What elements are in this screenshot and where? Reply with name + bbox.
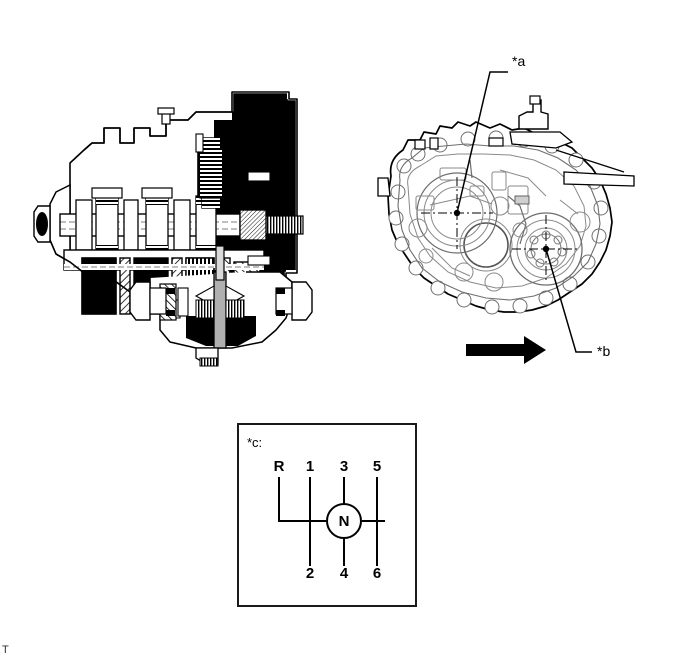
gear-label-3: 3 — [339, 458, 349, 475]
neutral-label: N — [338, 513, 350, 530]
leader-line-b — [545, 248, 592, 353]
leader-line-a — [456, 71, 508, 214]
shift-pattern-box-label: *c: — [247, 435, 263, 450]
gear-label-4: 4 — [339, 565, 349, 582]
shift-pattern-box — [237, 423, 417, 607]
gear-label-6: 6 — [372, 565, 382, 582]
neutral-circle — [326, 503, 362, 539]
housing-outline — [377, 71, 635, 364]
gear-label-1: 1 — [305, 458, 315, 475]
gate-line-reverse — [278, 477, 327, 522]
gear-label-5: 5 — [372, 458, 382, 475]
gear-label-2: 2 — [305, 565, 315, 582]
callout-label-a: *a — [512, 53, 526, 69]
callout-label-b: *b — [597, 343, 611, 359]
gear-label-reverse: R — [273, 458, 285, 475]
direction-arrow — [466, 336, 546, 364]
cross-section-body — [33, 90, 313, 367]
corner-mark: T — [2, 644, 9, 656]
